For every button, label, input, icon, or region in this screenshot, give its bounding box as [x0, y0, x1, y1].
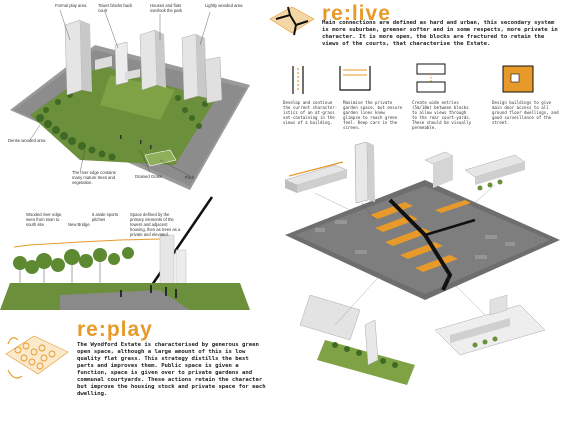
block-bottom-right [434, 294, 546, 356]
label-dense-wooded: Dense wooded area [8, 138, 46, 143]
tower-blocks [64, 19, 223, 104]
block-top-left [284, 161, 348, 193]
diagram-4 [502, 65, 534, 93]
relive-caption-2: Maximise the private garden space, but e… [343, 100, 403, 130]
relive-body: Main connections are defined as hard and… [322, 20, 558, 47]
label-drained-grass: Drained Grass [135, 174, 162, 179]
relive-caption-3: Create wide entries (5m/10m) between blo… [412, 100, 472, 130]
relive-caption-4: Design buildings to give main door acces… [492, 100, 559, 125]
replay-body: The Wyndford Estate is characterised by … [77, 342, 266, 397]
diagram-3 [416, 63, 446, 93]
label-houses-overlook: Houses and flats overlook the park [150, 3, 183, 13]
strategy-diagrams [285, 60, 565, 100]
river-trees [13, 247, 134, 274]
diagram-2 [339, 66, 371, 91]
replay-icon [4, 330, 70, 388]
label-river-edge: The river edge contains many mature tree… [72, 170, 116, 185]
relive-title: re:live [322, 2, 391, 25]
relive-icon [268, 5, 316, 47]
label-lightly-wooded: Lightly wooded area [205, 3, 243, 8]
block-bottom-left [299, 294, 415, 385]
section-line [13, 238, 161, 248]
river-section [0, 195, 270, 320]
label-formal-play: Formal play area [55, 3, 87, 8]
label-sports-pitches: 5 aside sports pitches [92, 212, 119, 222]
label-pitch: Pitch [185, 175, 195, 180]
label-space-defined: Space defined by the primary elements of… [130, 212, 181, 237]
block-top-right [424, 151, 526, 191]
pitch [144, 149, 177, 167]
park-axonometric [0, 0, 260, 200]
main-street [388, 198, 453, 291]
masterplan [275, 140, 567, 425]
relive-caption-1: Develop and continue the current charact… [283, 100, 338, 125]
label-wooded-river: Wooded river edge, seen from town to sou… [26, 212, 63, 227]
label-tower-back-court: Tower blocks back court [98, 3, 133, 13]
diagram-1 [292, 66, 304, 94]
label-new-bridge: New Bridge [68, 222, 90, 227]
replay-title: re:play [77, 318, 153, 341]
